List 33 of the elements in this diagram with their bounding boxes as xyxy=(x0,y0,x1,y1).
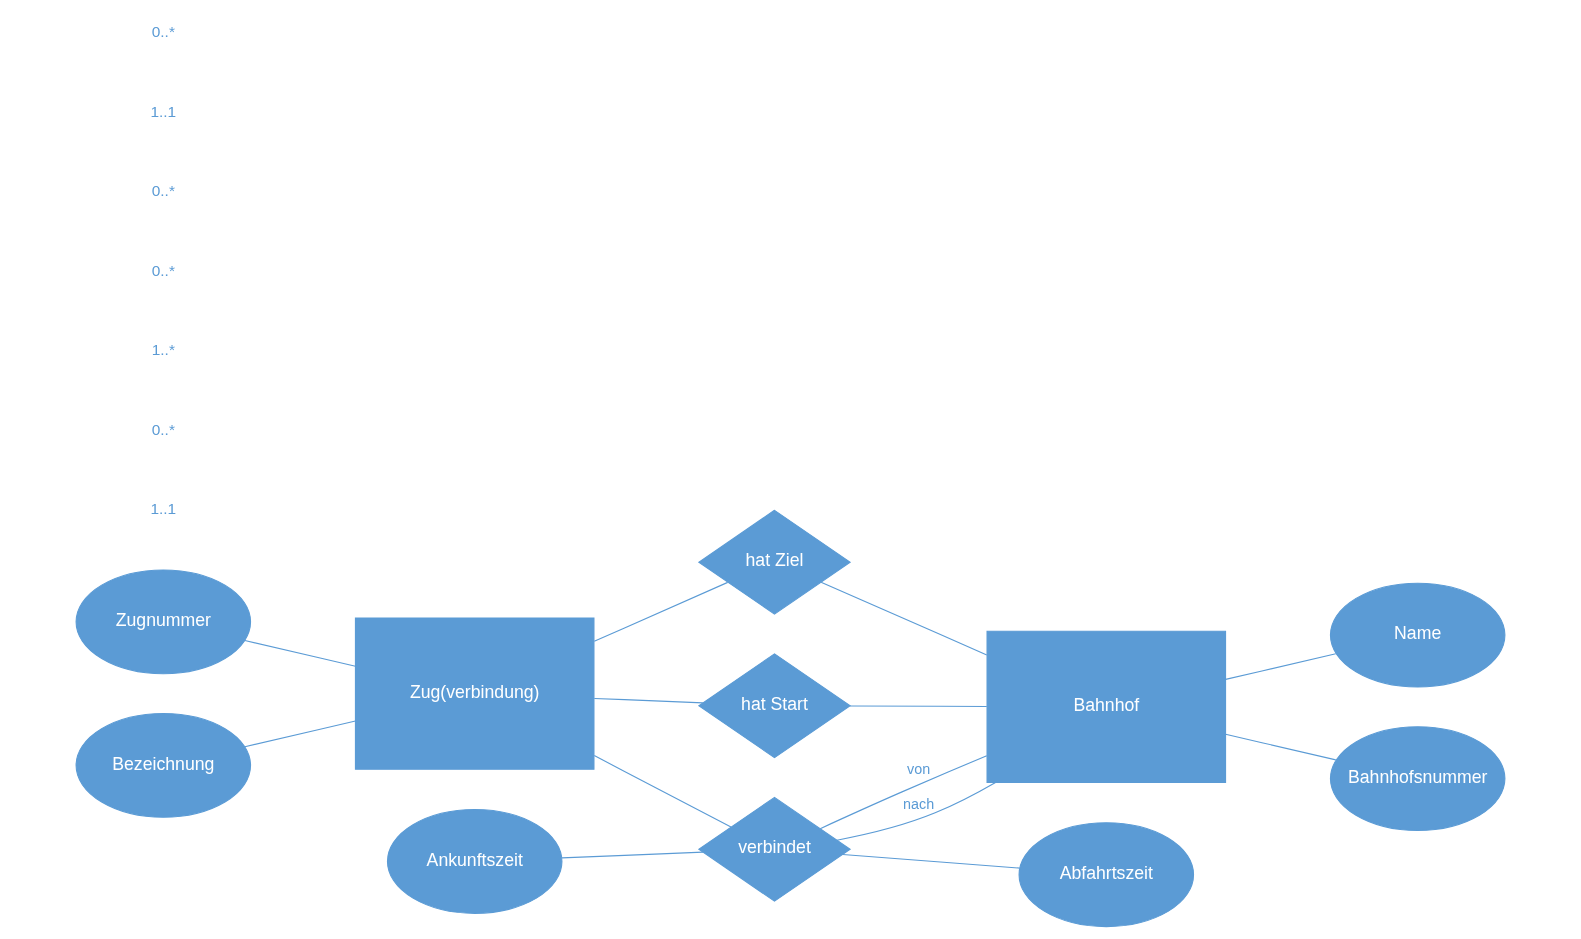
connector xyxy=(842,853,1021,869)
label: 1..1 xyxy=(150,499,177,517)
node-diamond: verbindet xyxy=(697,796,852,902)
connector xyxy=(244,639,356,667)
connector xyxy=(593,697,704,703)
connector xyxy=(1225,733,1337,760)
connector xyxy=(561,851,704,858)
node-ellipse: Zugnummer xyxy=(75,568,252,674)
label: 1..1 xyxy=(150,102,177,120)
connector xyxy=(244,720,356,747)
node-ellipse: Abfahrtszeit xyxy=(1018,821,1195,927)
node-diamond: hat Start xyxy=(697,652,852,758)
node-ellipse: Name xyxy=(1329,582,1506,687)
connector xyxy=(836,781,997,841)
connector xyxy=(1225,652,1337,680)
node-ellipse: Bezeichnung xyxy=(75,712,252,818)
label: 0..* xyxy=(151,420,175,438)
connector xyxy=(593,754,732,828)
connector xyxy=(819,754,988,829)
node-ellipse: Bahnhofsnummer xyxy=(1329,725,1506,831)
node-ellipse: Ankunftszeit xyxy=(386,808,563,914)
edge-label: nach xyxy=(903,795,935,812)
label: 0..* xyxy=(151,181,175,199)
connector xyxy=(820,581,988,655)
connector xyxy=(593,581,729,642)
label: 0..* xyxy=(151,22,175,40)
connector xyxy=(849,704,988,707)
node-diamond: hat Ziel xyxy=(697,509,852,615)
label: 1..* xyxy=(151,340,175,358)
label: 0..* xyxy=(151,261,175,279)
node-box: Zug(verbindung) xyxy=(354,616,595,770)
node-box: Bahnhof xyxy=(986,630,1227,783)
edge-label: von xyxy=(907,760,931,777)
